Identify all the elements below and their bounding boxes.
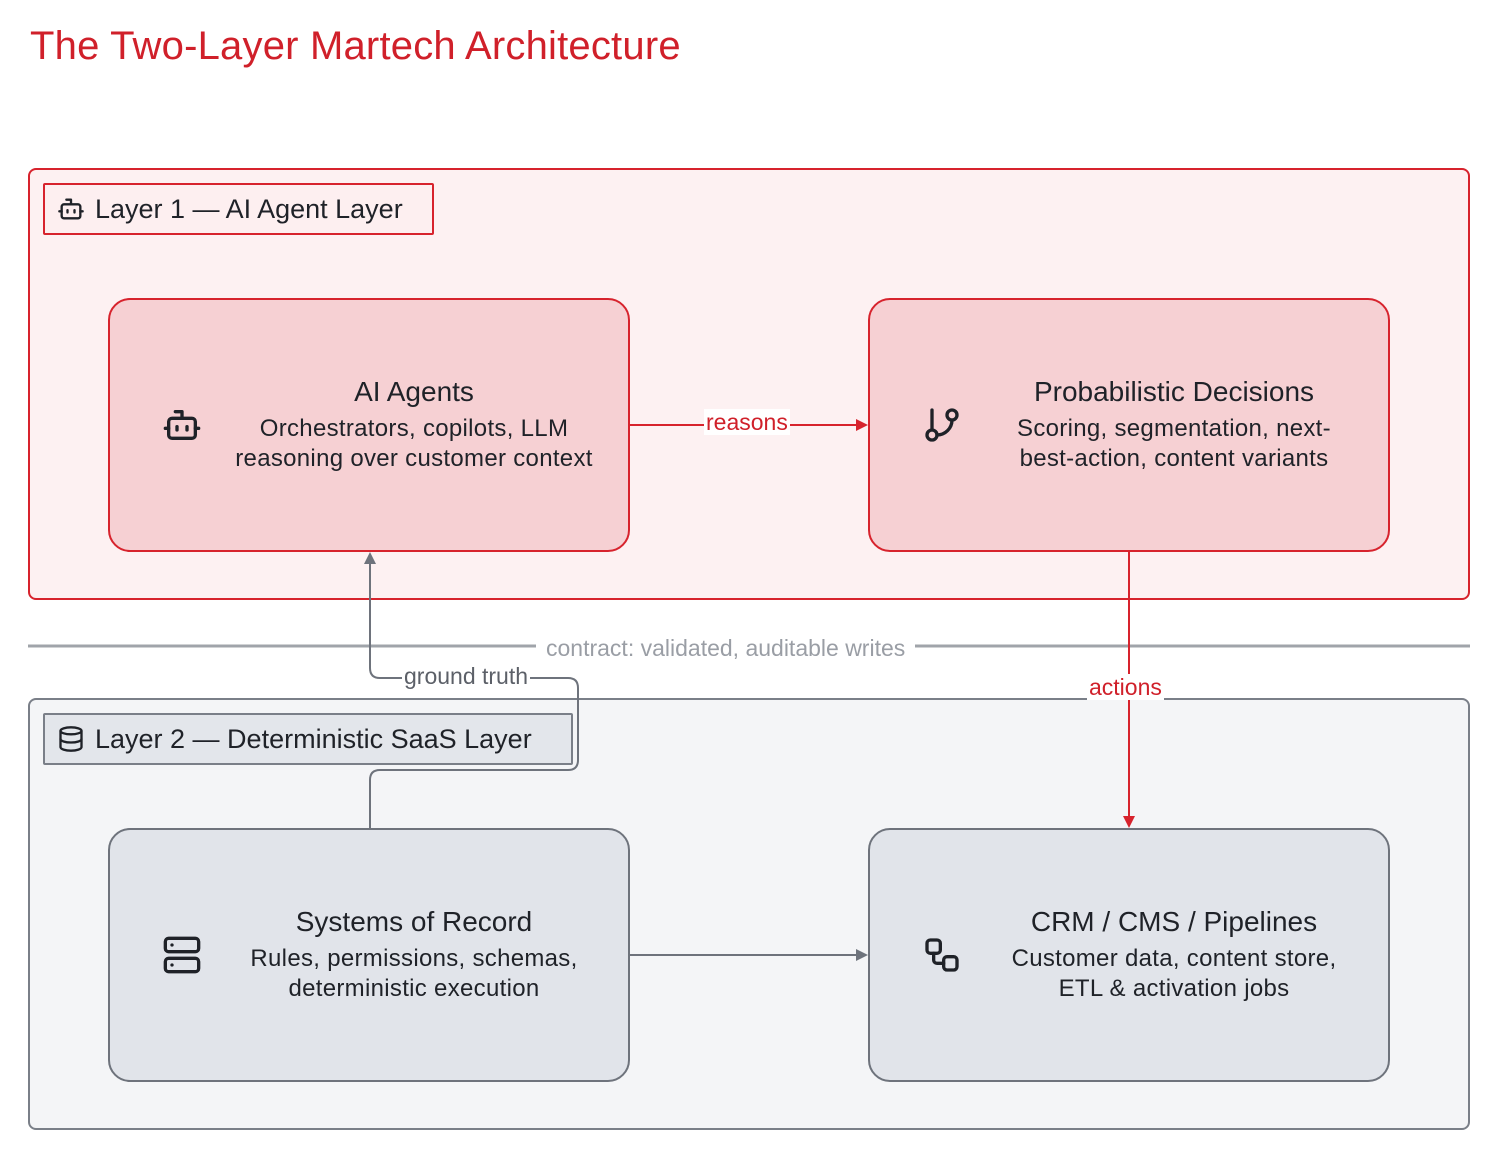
node-crm-cms-pipelines: CRM / CMS / Pipelines Customer data, con… <box>868 828 1390 1082</box>
workflow-icon <box>925 938 959 972</box>
diagram-title: The Two-Layer Martech Architecture <box>30 24 681 68</box>
database-icon <box>59 726 83 752</box>
node-title: Probabilistic Decisions <box>1033 376 1315 407</box>
layer-2-label-text: Layer 2 — Deterministic SaaS Layer <box>95 723 532 754</box>
layer-1-label-text: Layer 1 — AI Agent Layer <box>95 193 403 224</box>
node-probabilistic-decisions: Probabilistic Decisions Scoring, segment… <box>868 298 1390 552</box>
robot-icon <box>163 410 201 440</box>
layer-2-label: Layer 2 — Deterministic SaaS Layer <box>43 713 573 765</box>
node-ai-agents: AI Agents Orchestrators, copilots, LLM r… <box>108 298 630 552</box>
node-description: Orchestrators, copilots, LLM reasoning o… <box>235 415 593 472</box>
node-title: CRM / CMS / Pipelines <box>1030 906 1318 937</box>
node-title: Systems of Record <box>295 906 533 937</box>
layer-1-label: Layer 1 — AI Agent Layer <box>43 183 434 235</box>
edge-ground-truth <box>364 552 579 828</box>
git-branch-icon <box>925 408 959 442</box>
node-title: AI Agents <box>354 376 474 407</box>
robot-icon <box>58 198 84 220</box>
node-description: Scoring, segmentation, next-best-action,… <box>1017 415 1331 472</box>
edge-label-reasons: reasons <box>704 409 790 435</box>
node-description: Rules, permissions, schemas, determinist… <box>250 945 578 1002</box>
contract-label: contract: validated, auditable writes <box>536 634 916 662</box>
edge-label-ground-truth: ground truth <box>402 663 531 689</box>
node-description: Customer data, content store, ETL & acti… <box>1011 945 1337 1002</box>
edge-label-actions: actions <box>1087 674 1164 700</box>
node-systems-of-record: Systems of Record Rules, permissions, sc… <box>108 828 630 1082</box>
server-icon <box>163 936 201 974</box>
